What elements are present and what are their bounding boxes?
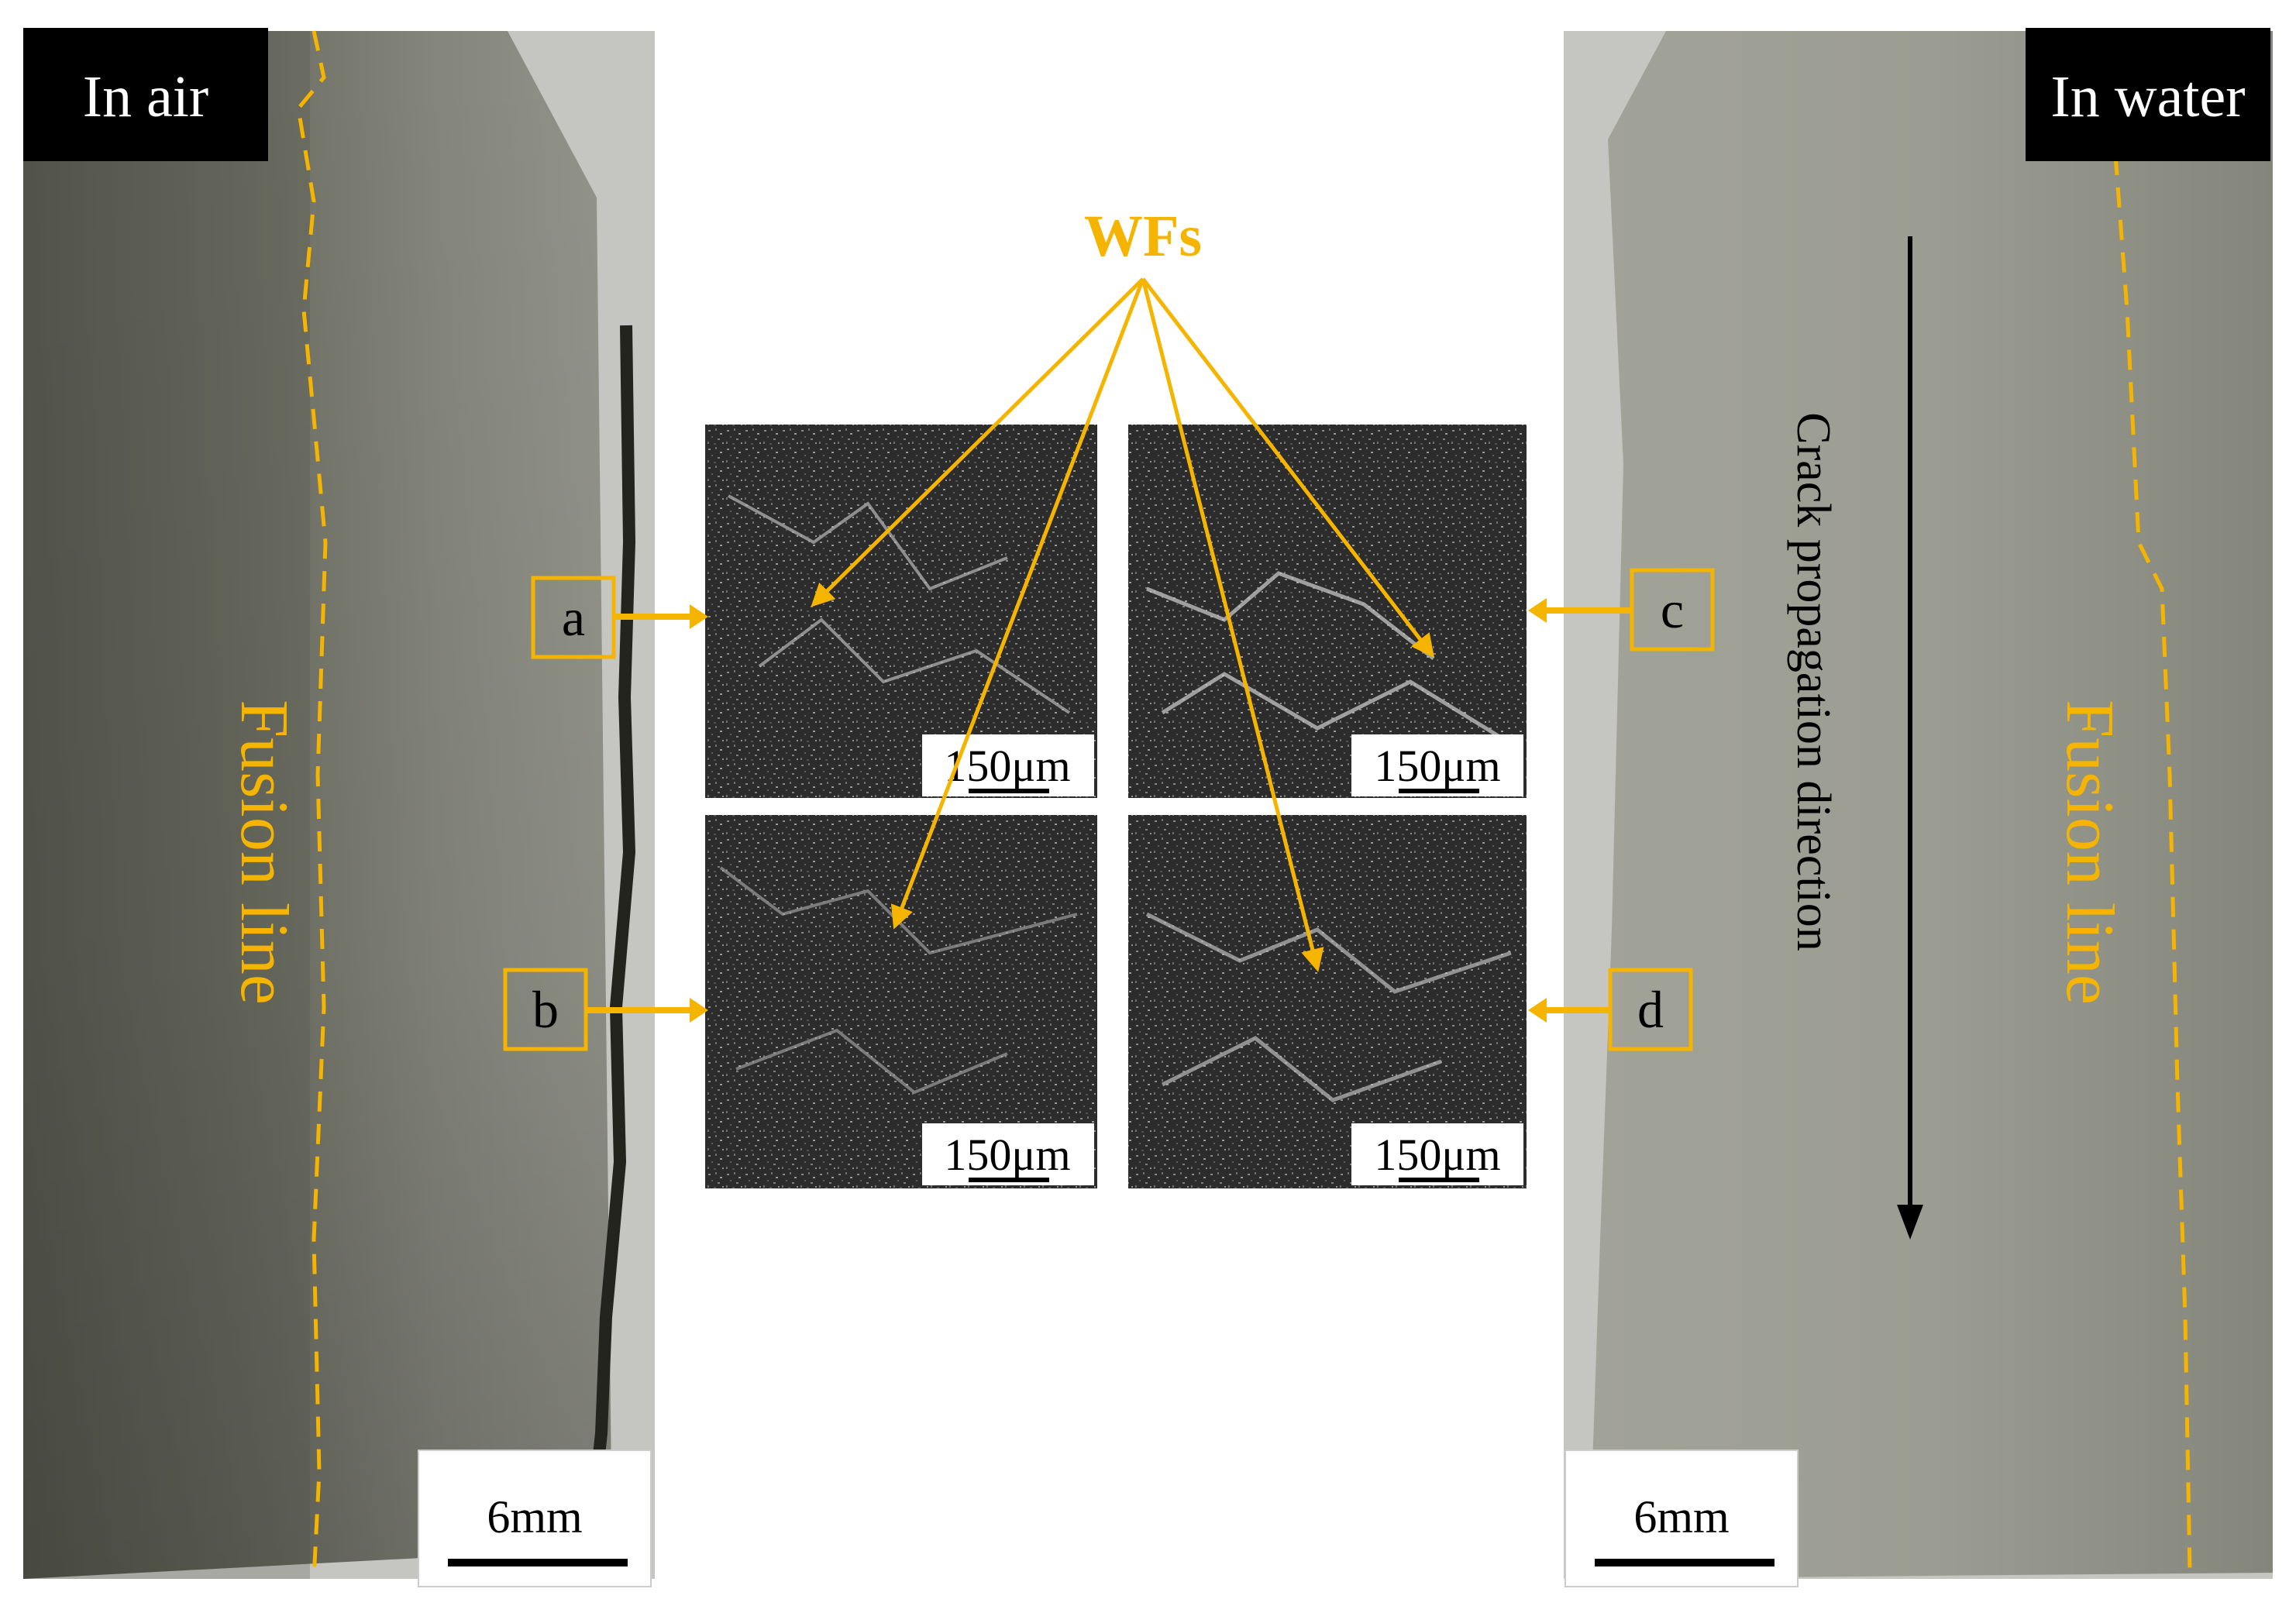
micrograph-c: 150μm [1128,425,1527,798]
micrograph-d: 150μm [1128,815,1527,1188]
box-b: b [503,968,708,1051]
box-a-label: a [562,588,585,647]
micro-a-scale-label: 150μm [944,741,1070,791]
left-condition-bg [23,28,268,161]
right-specimen [1564,31,2273,1579]
fusion-line-left-path [296,30,328,1580]
box-c-label: c [1661,580,1684,639]
right-condition-bg [2026,28,2270,161]
wfs-label: WFs [1084,204,1202,269]
right-condition-label: In water [2050,64,2245,129]
left-condition-label: In air [83,64,208,129]
box-d: d [1528,968,1693,1051]
scale-bar-left: 6mm [418,1450,652,1587]
wfs-pointers [811,277,1435,972]
scale-left-bar [448,1559,628,1566]
micro-b-scale-label: 150μm [944,1130,1070,1180]
crack-direction-arrowhead [1897,1205,1923,1240]
crack-direction-label: Crack propagation direction [1787,412,1840,951]
box-b-label: b [532,980,559,1039]
micro-c-scale-label: 150μm [1374,741,1500,791]
left-specimen [23,30,655,1580]
fusion-line-right-path [2113,154,2192,1573]
box-a: a [531,576,708,659]
scale-bar-right: 6mm [1565,1450,1799,1587]
micrograph-b: 150μm [705,815,1097,1188]
box-d-label: d [1637,980,1664,1039]
scale-right-label: 6mm [1633,1491,1729,1542]
micrograph-a: 150μm [705,425,1097,798]
scale-left-label: 6mm [487,1491,582,1542]
fusion-line-left-label: Fusion line [226,700,301,1005]
scale-right-bar [1595,1559,1774,1566]
box-c: c [1528,568,1715,652]
fusion-line-right-label: Fusion line [2052,700,2127,1005]
micro-d-scale-label: 150μm [1374,1130,1500,1180]
